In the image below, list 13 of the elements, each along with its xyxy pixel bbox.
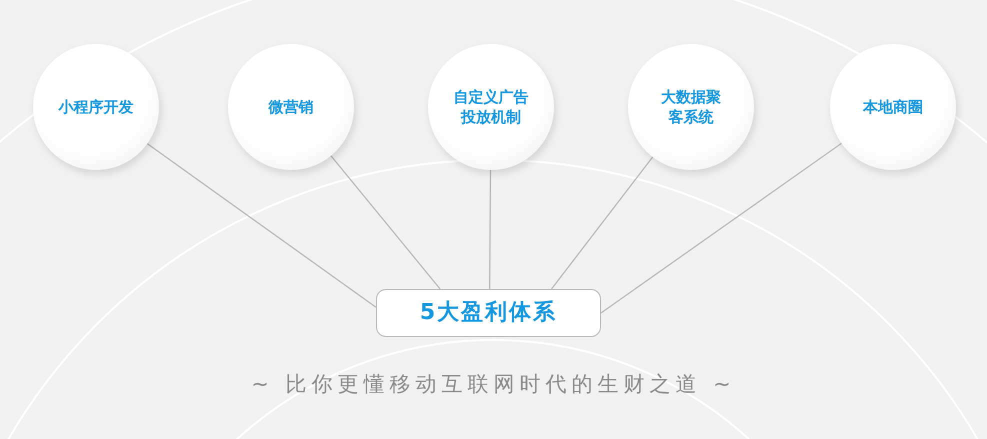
center-title: 5大盈利体系 xyxy=(418,299,558,328)
feature-label: 微营销 xyxy=(267,96,314,118)
feature-label: 本地商圈 xyxy=(862,96,924,118)
caption: ~ 比你更懂移动互联网时代的生财之道 ~ xyxy=(251,371,736,398)
feature-label: 自定义广告投放机制 xyxy=(452,86,530,128)
connector-line xyxy=(551,156,654,290)
feature-label: 大数据聚客系统 xyxy=(660,86,722,128)
center-box xyxy=(376,289,601,337)
connector-line xyxy=(330,155,441,290)
connector-line xyxy=(146,143,376,308)
feature-label: 小程序开发 xyxy=(57,96,134,118)
connector-line xyxy=(489,170,492,289)
connector-line xyxy=(600,142,842,314)
